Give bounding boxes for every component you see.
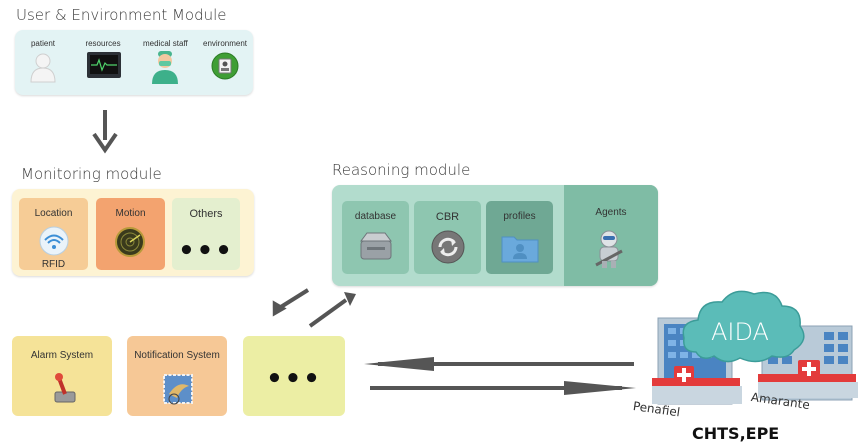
agents-box: Agents: [564, 185, 658, 286]
hospital-illustration: [630, 282, 859, 426]
database-label: database: [354, 211, 397, 222]
folder-icon: [501, 231, 539, 267]
radar-icon: [115, 227, 145, 261]
rfid-label: RFID: [41, 259, 66, 270]
more-dots: •••: [266, 364, 322, 394]
notification-label: Notification System: [134, 350, 220, 361]
sync-icon: [431, 230, 465, 268]
medical-staff-label: medical staff: [143, 39, 188, 48]
environment-label: environment: [203, 39, 248, 48]
patient-label: patient: [30, 39, 56, 48]
motion-label: Motion: [115, 208, 146, 219]
aida-cloud-icon: [682, 290, 805, 363]
alarm-system-box: Alarm System: [12, 336, 112, 416]
aida-label: AIDA: [711, 318, 769, 346]
profiles-box: profiles: [486, 201, 553, 274]
monitoring-panel: Location RFID Motion Others •••: [12, 189, 254, 276]
doctor-icon: [151, 50, 179, 88]
monitoring-title: Monitoring module: [21, 165, 162, 183]
location-label: Location: [34, 208, 73, 219]
monitor-icon: [87, 52, 121, 84]
others-box: Others •••: [172, 198, 240, 270]
motion-box: Motion: [96, 198, 165, 270]
others-dots: •••: [178, 236, 234, 266]
alarm-switch-icon: [49, 372, 79, 408]
down-arrow-icon: [92, 106, 122, 154]
cbr-box: CBR: [414, 201, 481, 274]
profiles-label: profiles: [503, 211, 536, 222]
resources-label: resources: [85, 39, 121, 48]
alarm-label: Alarm System: [30, 350, 94, 361]
location-box: Location RFID: [19, 198, 88, 270]
database-icon: [359, 229, 393, 267]
reasoning-title: Reasoning module: [332, 161, 471, 179]
more-systems-box: •••: [243, 336, 345, 416]
wifi-icon: [39, 226, 69, 259]
database-box: database: [342, 201, 409, 274]
bidirectional-diagonal-arrows-icon: [264, 288, 364, 334]
notification-system-box: Notification System: [127, 336, 227, 416]
cbr-label: CBR: [435, 211, 460, 223]
chts-epe-label: CHTS,EPE: [692, 424, 780, 443]
reasoning-panel: database CBR profiles: [332, 185, 658, 286]
mail-stamp-icon: [161, 372, 195, 410]
bidirectional-horizontal-arrows-icon: [364, 356, 636, 400]
patient-icon: [29, 52, 57, 86]
user-env-title: User & Environment Module: [16, 6, 227, 24]
agents-label: Agents: [595, 207, 627, 218]
user-env-panel: patient resources medical staff environm…: [15, 30, 253, 95]
agent-robot-icon: [592, 229, 626, 273]
others-label: Others: [189, 208, 223, 220]
environment-icon: [211, 51, 239, 85]
